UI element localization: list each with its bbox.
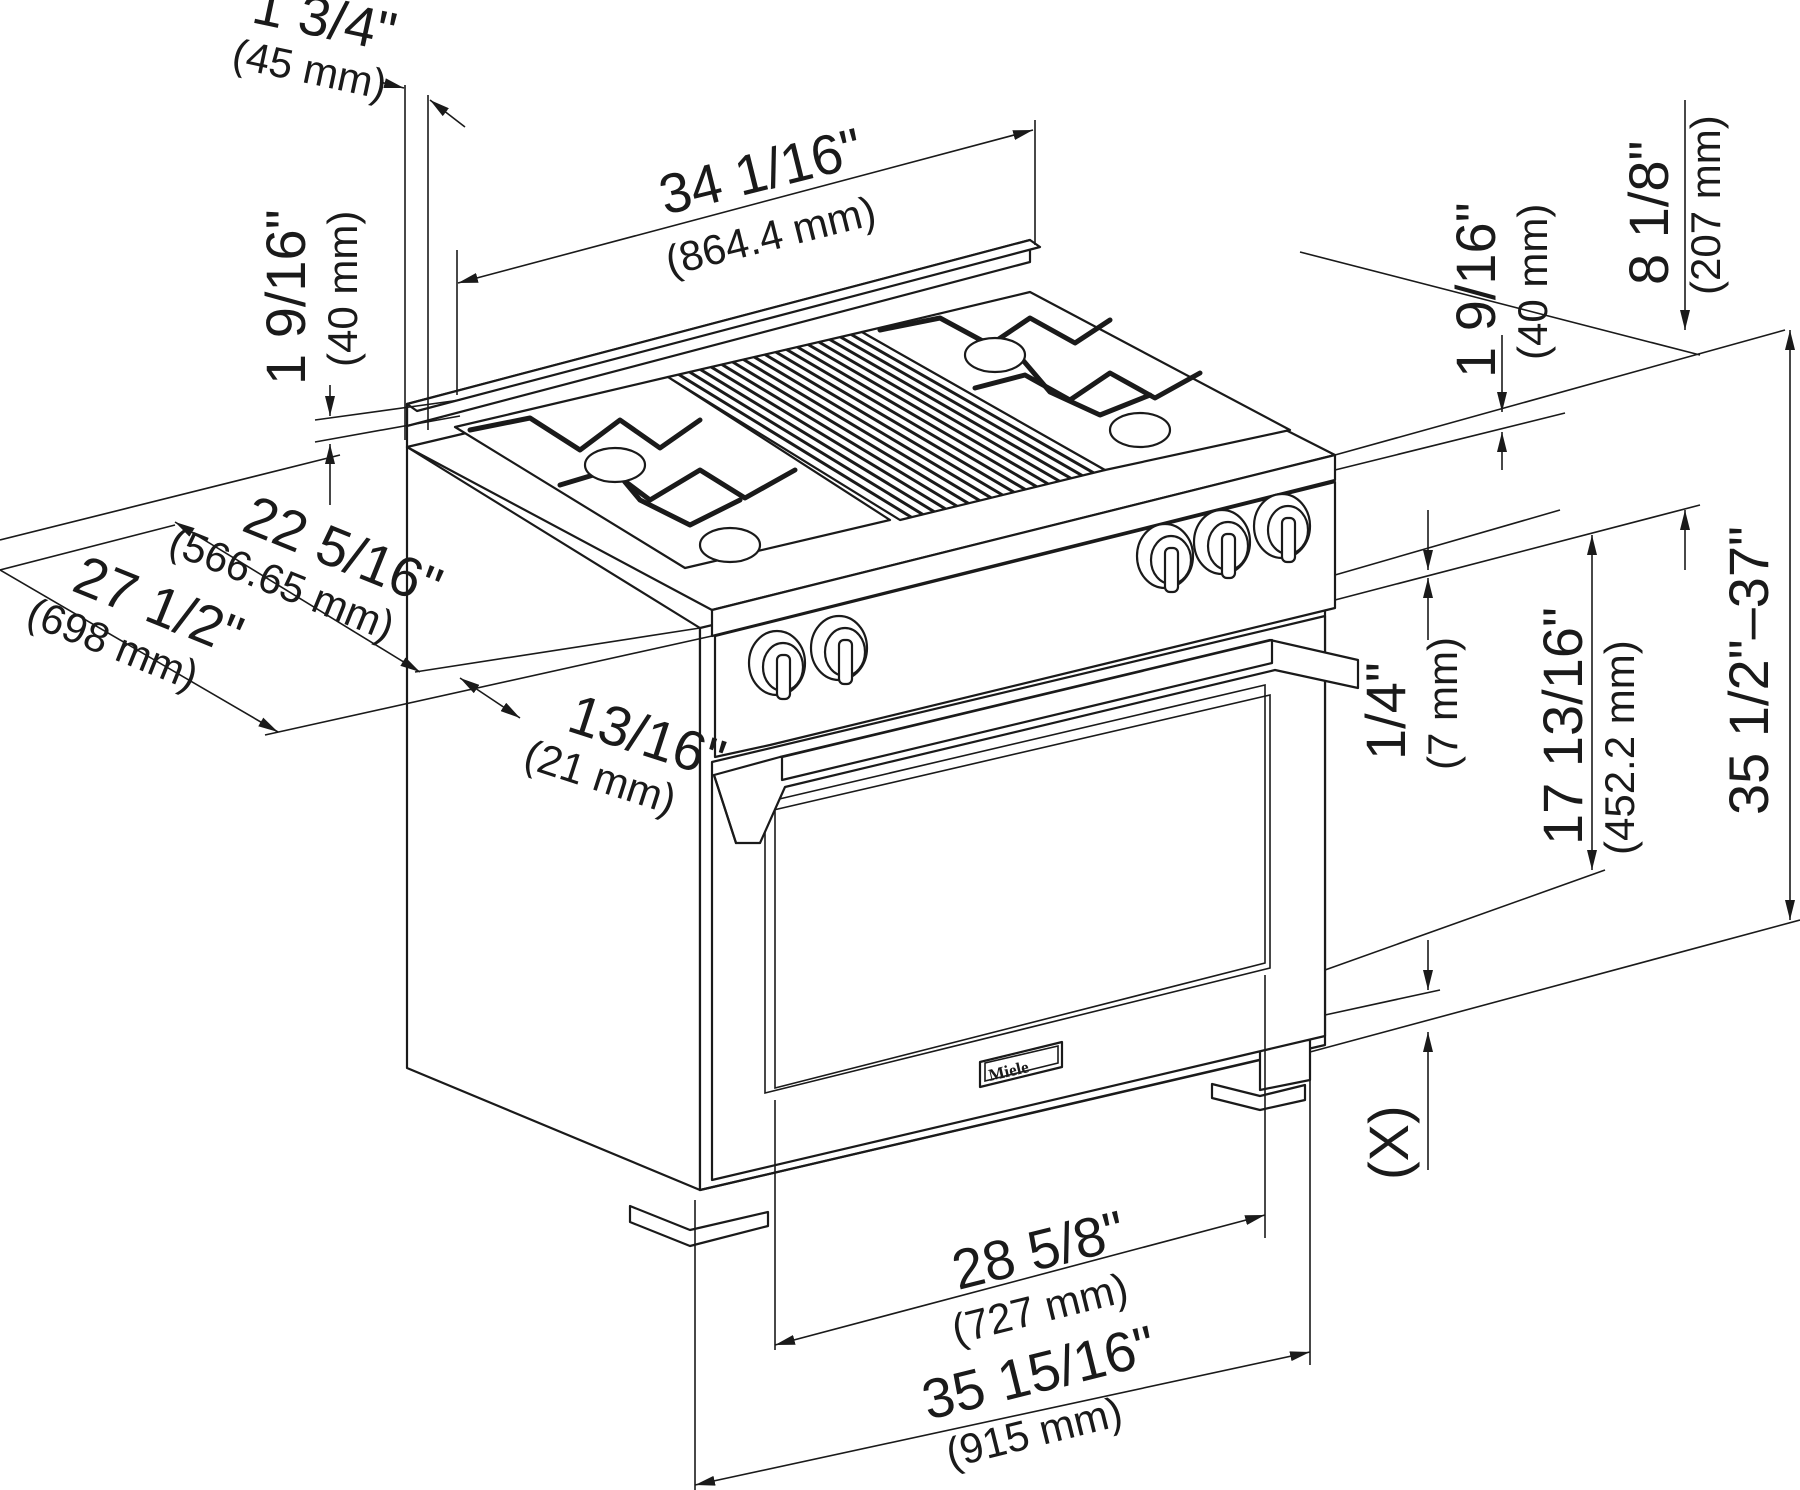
backguard-height-left-metric: (40 mm) [319,211,366,367]
backguard-height-right-imperial: 1 9/16" [1444,202,1507,378]
center-grill [666,330,1107,522]
backguard-top-metric: (207 mm) [1682,115,1729,295]
grill-slat [807,343,1049,486]
leg-front-left [628,1204,770,1248]
dimension-labels: 34 1/16" (864.4 mm) 1 3/4" (45 mm) 1 9/1… [21,0,1780,1477]
door-height-metric: (452.2 mm) [1596,640,1643,855]
overall-height-imperial: 35 1/2"–37" [1717,526,1780,815]
leg-front-right [1210,1082,1307,1112]
grill-slat [828,338,1072,480]
oven-window [774,683,1266,1090]
backguard-top-imperial: 8 1/8" [1617,141,1680,285]
plinth [698,1046,1312,1192]
door-handle [712,638,1360,845]
knob[interactable] [1135,522,1195,594]
leg-adjust-label: (X) [1357,1105,1420,1180]
gap-imperial: 1/4" [1354,662,1417,760]
right-burner-grate [860,290,1292,472]
backguard-height-right-metric: (40 mm) [1509,204,1556,360]
range-body: Miele [405,238,1360,1248]
dimension-lines [0,78,1795,1486]
knob[interactable] [809,614,869,686]
grill-slat [731,360,970,505]
grill-slat [753,355,992,500]
gap-metric: (7 mm) [1419,637,1466,770]
grill-slat [818,340,1061,483]
grill-slat [677,373,913,519]
knob[interactable] [1192,508,1252,580]
cooktop-front-lip [710,453,1337,638]
backguard-height-left-imperial: 1 9/16" [254,209,317,385]
grill-slat [721,363,958,508]
grill-slat [775,350,1015,494]
grill-slat [839,335,1083,477]
door-height-imperial: 17 13/16" [1531,607,1594,845]
grill-slat [764,353,1004,497]
grill-slat [785,348,1027,491]
left-burner-grate [453,375,892,570]
knob[interactable] [1252,492,1312,564]
grill-slat [742,358,981,502]
knob[interactable] [747,629,807,701]
grill-slat [699,368,935,513]
grill-slat [688,370,924,516]
grill-slat [710,365,947,511]
grill-slat [796,345,1038,488]
grill-slat [850,333,1095,475]
